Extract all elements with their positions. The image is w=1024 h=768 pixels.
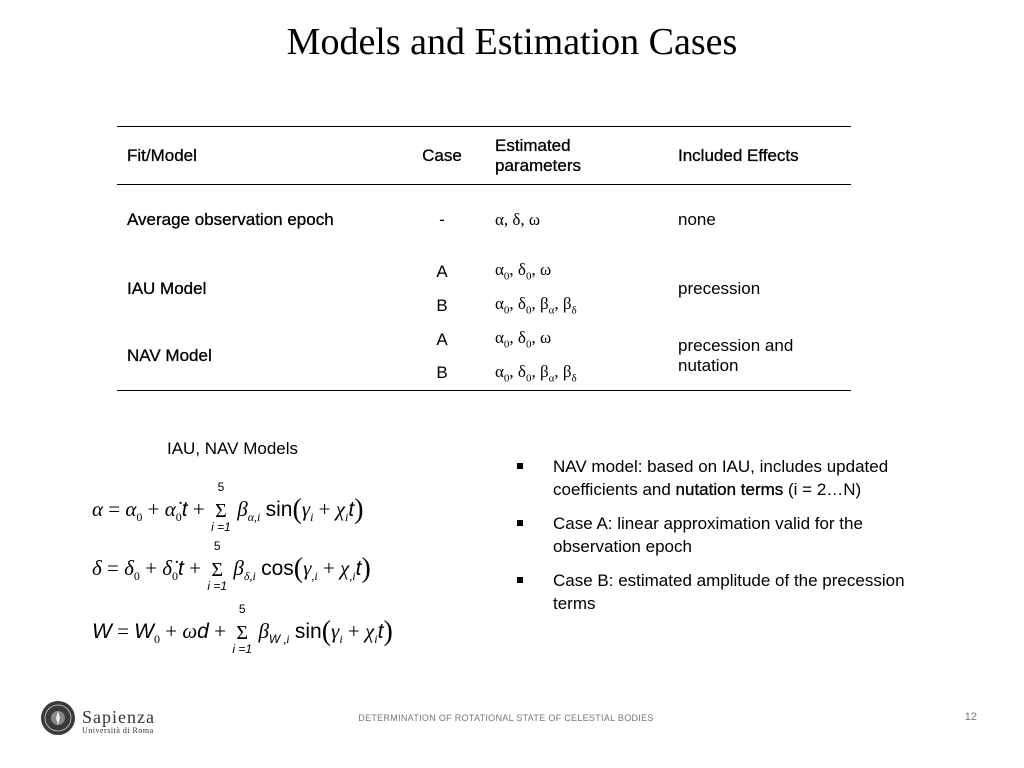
equations-caption: IAU, NAV Models [167,439,299,458]
footer-title: DETERMINATION OF ROTATIONAL STATE OF CEL… [358,713,654,723]
slide-title: Models and Estimation Cases [286,21,738,63]
header-included-effects: Included Effects [678,145,799,165]
table-row: IAU Model A α0, δ0, ω precession [117,255,851,297]
table-row: Average observation epoch - α, δ, ω none [117,185,851,255]
row-params: α0, δ0, βα, βδ [495,362,577,385]
row-case: A [436,261,448,281]
row-effects: none [678,209,716,229]
bullet-list: NAV model: based on IAU, includes update… [515,455,915,626]
bullet-item: Case A: linear approximation valid for t… [515,512,915,558]
row-effects: precession and nutation [668,323,851,391]
bullet-item: Case B: estimated amplitude of the prece… [515,569,915,615]
brand-name: Sapienza [82,707,155,727]
row-params: α0, δ0, ω [495,260,552,283]
square-bullet-icon [517,463,523,469]
nav-effects-line2: nutation [678,356,739,376]
row-case: - [439,209,445,229]
header-estimated-parameters: Estimated parameters [485,127,668,185]
row-params: α, δ, ω [495,209,541,229]
table-row: NAV Model A α0, δ0, ω precession and nut… [117,323,851,375]
header-fit-model: Fit/Model [127,145,197,165]
row-params: α0, δ0, βα, βδ [495,294,577,317]
bullet-item: NAV model: based on IAU, includes update… [515,455,915,501]
table-header-row: Fit/Model Case Estimated parameters Incl… [117,126,851,185]
table-row: B α0, δ0, βα, βδ [117,289,851,323]
models-table: Fit/Model Case Estimated parameters Incl… [117,126,851,391]
row-effects: precession [678,278,761,298]
table-row: B α0, δ0, βα, βδ [117,357,851,391]
header-case: Case [422,145,462,165]
nav-effects-line1: precession and [678,336,794,356]
brand-subtitle: Università di Roma [82,726,154,735]
row-case: A [436,329,448,349]
page-number: 12 [964,711,977,723]
square-bullet-icon [517,520,523,526]
row-case: B [436,363,448,383]
header-estimated-line2: parameters [495,155,581,175]
row-model: NAV Model [127,346,212,366]
header-estimated-line1: Estimated [495,135,571,155]
row-params: α0, δ0, ω [495,328,552,351]
row-model: Average observation epoch [127,209,334,229]
row-case: B [436,295,448,315]
row-model: IAU Model [127,278,207,298]
square-bullet-icon [517,577,523,583]
sapienza-seal-icon [41,701,75,735]
